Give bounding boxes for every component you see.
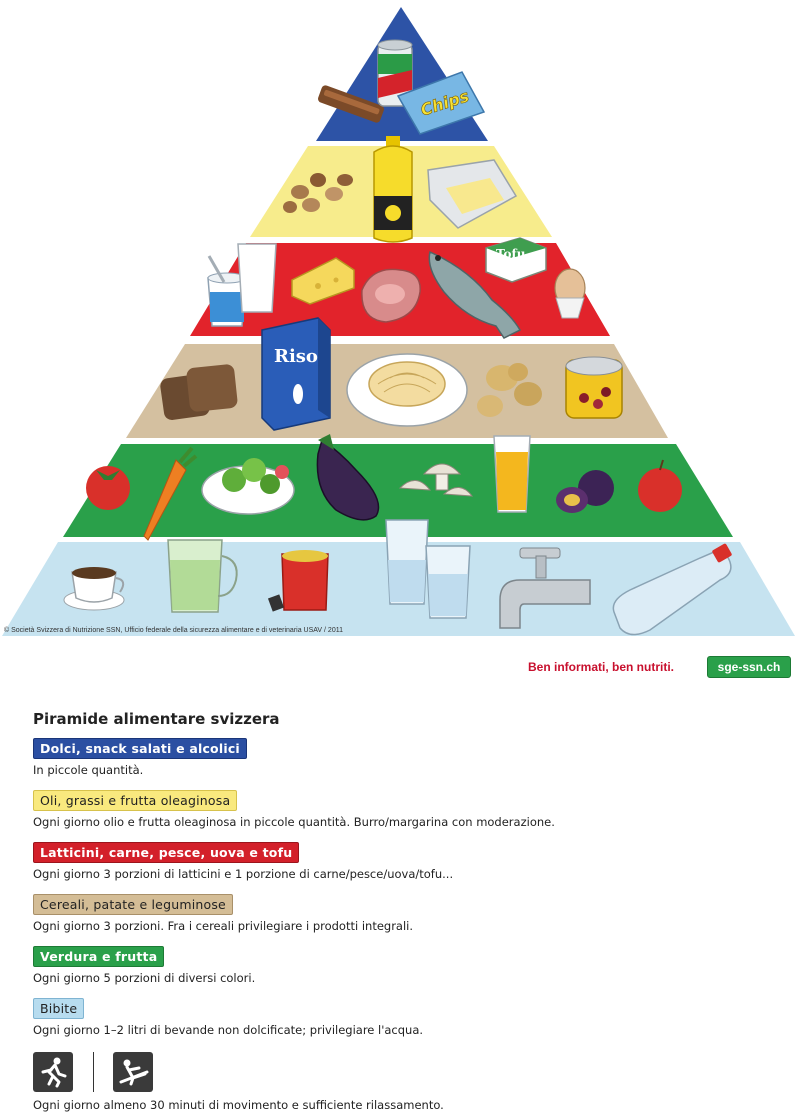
rice-box-icon: Riso xyxy=(261,317,331,431)
running-person-icon xyxy=(33,1052,73,1092)
soda-can-icon xyxy=(377,39,413,107)
water-bottle-icon xyxy=(612,543,732,636)
juice-glass-icon xyxy=(493,435,531,513)
slogan: Ben informati, ben nutriti. xyxy=(528,660,674,674)
eggplant-icon xyxy=(316,434,380,521)
category-label: Bibite xyxy=(33,998,85,1019)
category-description: Ogni giorno 1–2 litri di bevande non dol… xyxy=(33,1023,424,1037)
chocolate-bar-icon xyxy=(318,85,384,123)
relaxing-person-icon xyxy=(113,1052,153,1092)
activity-description: Ogni giorno almeno 30 minuti di moviment… xyxy=(33,1098,444,1112)
legend-item-vegetables: Verdura e frutta Ogni giorno 5 porzioni … xyxy=(33,946,773,986)
chips-bag-icon: Chips xyxy=(396,71,486,135)
legend-item-sweets: Dolci, snack salati e alcolici In piccol… xyxy=(33,738,773,778)
butter-icon xyxy=(427,159,518,229)
category-description: Ogni giorno 3 porzioni. Fra i cereali pr… xyxy=(33,919,414,933)
category-label: Verdura e frutta xyxy=(33,946,165,967)
egg-icon xyxy=(554,268,586,319)
pasta-plate-icon xyxy=(346,353,468,427)
bread-icon xyxy=(160,364,238,420)
food-pyramid: Chips xyxy=(2,7,795,636)
oil-bottle-icon xyxy=(373,136,413,243)
mushrooms-icon xyxy=(398,463,474,497)
milk-glass-icon xyxy=(237,243,277,313)
nuts-icon xyxy=(283,173,353,213)
riso-label: Riso xyxy=(274,346,318,367)
legend-item-oils: Oli, grassi e frutta oleaginosa Ogni gio… xyxy=(33,790,773,830)
tea-mug-icon xyxy=(267,550,329,612)
legend: Piramide alimentare svizzera Dolci, snac… xyxy=(33,708,773,1050)
icon-separator xyxy=(93,1052,94,1092)
salad-bowl-icon xyxy=(201,458,295,515)
coffee-cup-icon xyxy=(63,567,125,611)
beans-can-icon xyxy=(565,356,623,419)
tomato-icon xyxy=(86,466,130,510)
category-description: Ogni giorno 5 porzioni di diversi colori… xyxy=(33,971,256,985)
cheese-icon xyxy=(291,257,355,305)
category-label: Oli, grassi e frutta oleaginosa xyxy=(33,790,238,811)
legend-title: Piramide alimentare svizzera xyxy=(33,710,280,728)
tofu-icon: Tofu xyxy=(485,237,547,283)
category-description: Ogni giorno 3 porzioni di latticini e 1 … xyxy=(33,867,454,881)
category-label: Dolci, snack salati e alcolici xyxy=(33,738,247,759)
apple-icon xyxy=(638,459,682,512)
water-tap-icon xyxy=(499,547,591,629)
carrot-icon xyxy=(143,446,198,541)
herbal-tea-glass-icon xyxy=(167,539,238,613)
water-glasses-icon xyxy=(385,519,471,619)
meat-icon xyxy=(361,268,421,323)
legend-item-cereals: Cereali, patate e leguminose Ogni giorno… xyxy=(33,894,773,934)
website-badge[interactable]: sge-ssn.ch xyxy=(707,656,791,678)
category-label: Latticini, carne, pesce, uova e tofu xyxy=(33,842,300,863)
category-description: Ogni giorno olio e frutta oleaginosa in … xyxy=(33,815,555,829)
plum-icon xyxy=(556,470,614,513)
tofu-label: Tofu xyxy=(496,247,526,261)
fish-icon xyxy=(428,250,522,339)
category-label: Cereali, patate e leguminose xyxy=(33,894,233,915)
copyright-text: © Società Svizzera di Nutrizione SSN, Uf… xyxy=(4,627,343,634)
activity-icons xyxy=(33,1052,173,1092)
potatoes-icon xyxy=(477,363,542,417)
category-description: In piccole quantità. xyxy=(33,763,144,777)
legend-item-protein: Latticini, carne, pesce, uova e tofu Ogn… xyxy=(33,842,773,882)
yogurt-icon xyxy=(207,255,247,327)
legend-item-drinks: Bibite Ogni giorno 1–2 litri di bevande … xyxy=(33,998,773,1038)
